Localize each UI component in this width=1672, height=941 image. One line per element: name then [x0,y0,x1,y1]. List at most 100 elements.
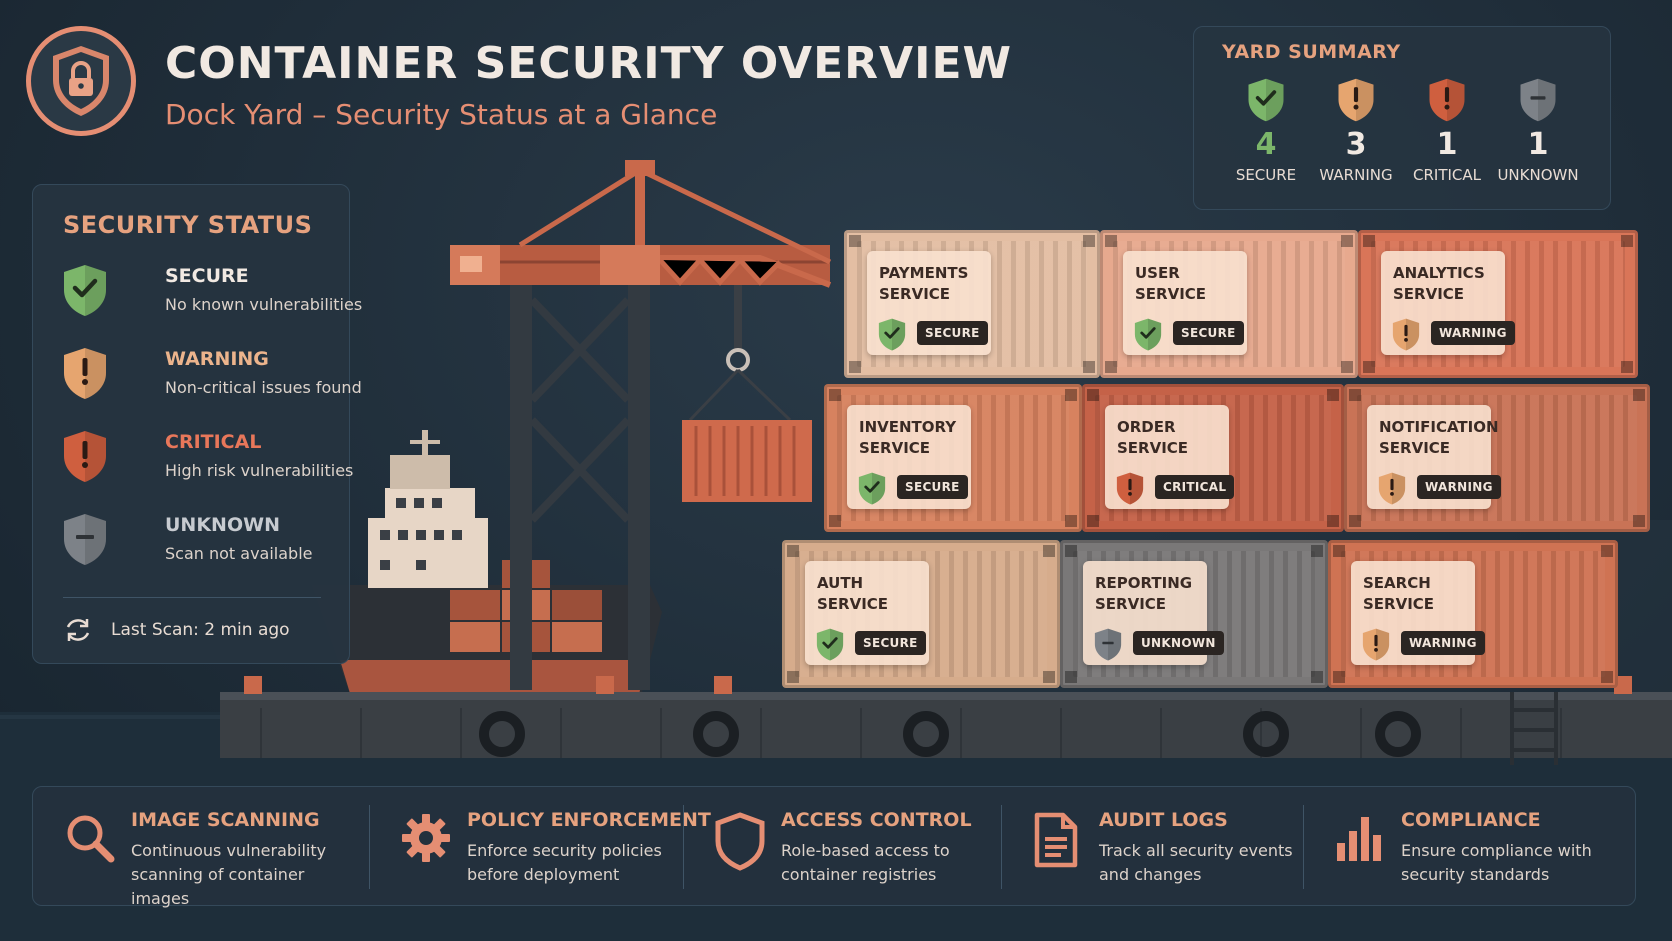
feature-title: ACCESS CONTROL [781,809,972,831]
container-corner [1065,545,1077,557]
feature-divider [1303,805,1304,889]
check-shield-icon [64,265,106,316]
status-description: No known vulnerabilities [165,295,363,314]
feature-desc-line1: Enforce security policies [467,841,662,860]
container-label-name: AUTH SERVICE [817,573,925,615]
feature-icon-wrapper [1333,811,1387,869]
feature-title: POLICY ENFORCEMENT [467,809,711,831]
yard-summary-title: YARD SUMMARY [1222,41,1401,63]
status-badge: SECURE [917,321,988,345]
container-name-line1: REPORTING [1095,574,1193,592]
container-corner [1065,671,1077,683]
container-corner [1043,545,1055,557]
feature-divider [683,805,684,889]
refresh-icon[interactable] [63,615,93,645]
feature-desc-line1: Role-based access to [781,841,950,860]
container-name-line2: SERVICE [1117,439,1189,457]
container-corner [1633,515,1645,527]
container-corner [1065,515,1077,527]
container-status-shield [1391,317,1421,356]
container-status-shield [1361,627,1391,666]
container-search-service[interactable]: SEARCH SERVICE WARNING [1328,540,1618,688]
check-shield-icon [858,472,886,505]
feature-divider [1001,805,1002,889]
container-corner [1341,361,1353,373]
container-corner [1621,235,1633,247]
container-label-name: SEARCH SERVICE [1363,573,1471,615]
container-corner [1105,361,1117,373]
container-name-line1: ORDER [1117,418,1176,436]
container-name-line2: SERVICE [1095,595,1167,613]
container-corner [787,671,799,683]
last-scan-text: Last Scan: 2 min ago [111,620,290,640]
status-badge: WARNING [1417,475,1501,499]
warning-shield-icon [1362,628,1390,661]
container-status-shield [1133,317,1163,356]
summary-count: 1 [1527,127,1549,162]
container-corner [1311,671,1323,683]
container-corner [1601,671,1613,683]
container-name-line1: AUTH [817,574,864,592]
container-corner [1043,671,1055,683]
container-corner [1333,671,1345,683]
last-scan[interactable]: Last Scan: 2 min ago [63,615,290,645]
page-title: CONTAINER SECURITY OVERVIEW [165,38,1013,89]
container-corner [1349,515,1361,527]
container-name-line2: SERVICE [817,595,889,613]
container-status-shield [1377,471,1407,510]
summary-label: WARNING [1319,166,1393,184]
container-status-shield [1093,627,1123,666]
unknown-shield-icon [1520,78,1556,122]
container-label-name: ORDER SERVICE [1117,417,1225,459]
feature-desc-line1: Track all security events [1099,841,1293,860]
summary-count: 4 [1255,127,1277,162]
feature-title: COMPLIANCE [1401,809,1541,831]
check-shield-icon [1134,318,1162,351]
container-label-name: REPORTING SERVICE [1095,573,1203,615]
warning-shield-icon [64,348,106,399]
container-name-line2: SERVICE [859,439,931,457]
unknown-shield-icon [1094,628,1122,661]
container-corner [1311,545,1323,557]
critical-shield-icon [1429,78,1465,122]
container-name-line2: SERVICE [1363,595,1435,613]
status-name: WARNING [165,348,269,370]
container-name-line2: SERVICE [1393,285,1465,303]
container-corner [1327,389,1339,401]
security-status-title: SECURITY STATUS [63,211,313,239]
status-name: CRITICAL [165,431,262,453]
status-badge: WARNING [1401,631,1485,655]
bar-chart-icon [1337,817,1381,861]
container-name-line1: SEARCH [1363,574,1431,592]
feature-title: IMAGE SCANNING [131,809,320,831]
critical-shield-icon [1116,472,1144,505]
container-corner [1349,389,1361,401]
feature-desc-line2: scanning of container images [131,865,305,908]
